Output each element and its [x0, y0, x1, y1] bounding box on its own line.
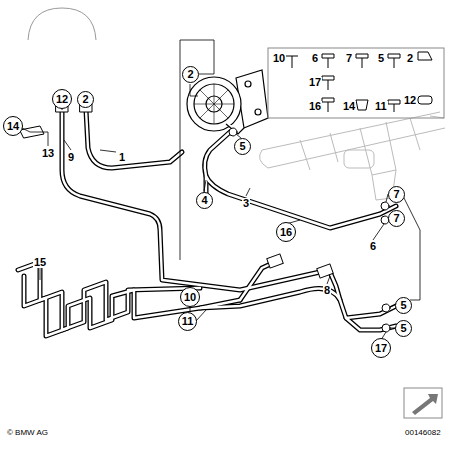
callout-number: 5 [400, 300, 406, 311]
callout-circle: 5 [234, 138, 251, 155]
callout-number: 11 [182, 316, 194, 327]
callout-number: 5 [400, 323, 406, 334]
diagram-number: 00146082 [404, 429, 442, 437]
callout-number: 2 [82, 94, 88, 105]
pipes [18, 104, 396, 336]
callout-number: 7 [393, 189, 399, 200]
part-number: 9 [67, 152, 75, 163]
part-number: 17 [308, 77, 322, 88]
callout-circle: 14 [3, 116, 23, 136]
parts-key [268, 48, 444, 118]
part-number: 2 [406, 53, 414, 64]
part-number: 14 [342, 101, 356, 112]
leader-lines [22, 40, 420, 340]
callout-circle: 10 [180, 287, 200, 307]
callout-number: 7 [393, 213, 399, 224]
steering-pump [187, 70, 268, 134]
callout-circle: 7 [388, 186, 405, 203]
callout-circle: 12 [52, 89, 72, 109]
callout-circle: 4 [196, 192, 213, 209]
part-number: 1 [118, 152, 126, 163]
callout-number: 5 [239, 141, 245, 152]
callout-number: 10 [184, 292, 196, 303]
reservoir [28, 8, 96, 40]
part-number: 15 [33, 257, 47, 268]
callout-circle: 5 [395, 297, 412, 314]
copyright-note: © BMW AG [6, 429, 49, 437]
part-number: 11 [374, 101, 388, 112]
callout-circle: 2 [182, 66, 199, 83]
part-number: 8 [323, 285, 331, 296]
callout-number: 4 [201, 195, 207, 206]
callout-number: 16 [280, 227, 292, 238]
callout-circle: 5 [395, 320, 412, 337]
part-number: 6 [311, 53, 319, 64]
orientation-arrow [404, 388, 442, 418]
part-number: 10 [272, 53, 286, 64]
callout-number: 17 [375, 343, 387, 354]
callout-circle: 2 [77, 91, 94, 108]
callout-circle: 17 [371, 338, 391, 358]
part-number: 12 [403, 95, 417, 106]
part-number: 13 [41, 148, 55, 159]
part-number: 7 [345, 53, 353, 64]
callout-number: 2 [187, 69, 193, 80]
part-number: 6 [369, 241, 377, 252]
callout-number: 12 [56, 94, 68, 105]
part-number: 3 [242, 198, 250, 209]
part-number: 5 [377, 53, 385, 64]
steering-rack [260, 112, 445, 200]
part-number: 16 [308, 101, 322, 112]
callout-circle: 16 [276, 222, 296, 242]
callout-number: 14 [7, 121, 19, 132]
callout-circle: 7 [388, 210, 405, 227]
callout-circle: 11 [178, 312, 197, 331]
